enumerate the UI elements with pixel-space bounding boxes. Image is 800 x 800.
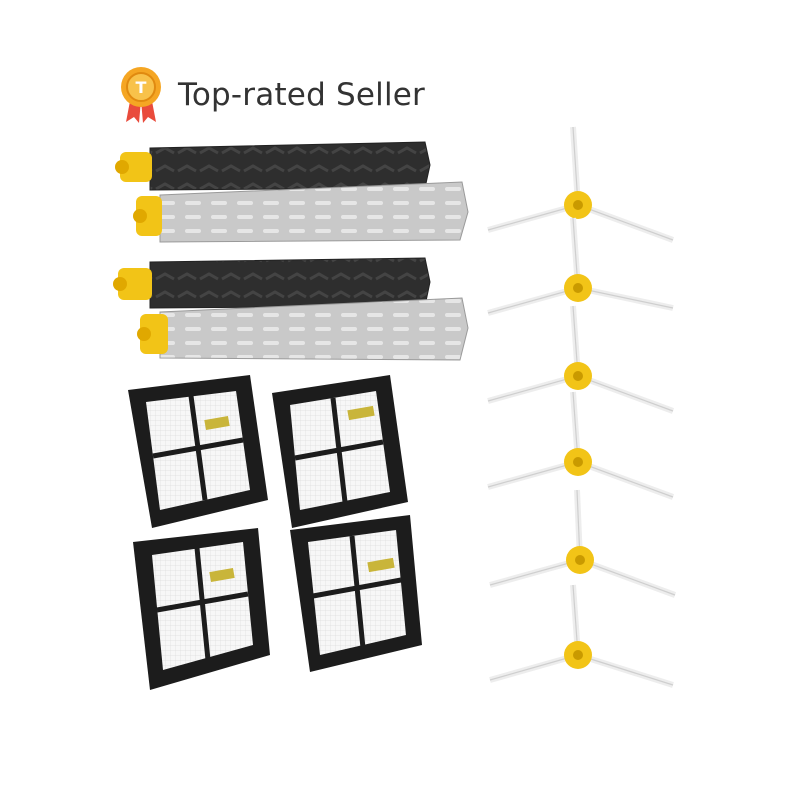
hepa-filter-1 xyxy=(128,375,268,528)
side-brush-5 xyxy=(489,489,677,598)
brush-roll-pair-1 xyxy=(115,141,469,243)
side-brush-4 xyxy=(487,391,675,500)
side-brush-2 xyxy=(487,217,674,316)
side-brush-3 xyxy=(487,305,675,414)
brush-roll-pair-2 xyxy=(113,257,469,361)
side-brush-6 xyxy=(489,584,674,688)
hepa-filter-4 xyxy=(290,515,422,672)
side-brush-1 xyxy=(487,126,675,243)
badge-label: Top-rated Seller xyxy=(178,77,425,113)
top-rated-seller-badge: T Top-rated Seller xyxy=(118,66,425,124)
hepa-filter-2 xyxy=(272,375,408,528)
medal-letter: T xyxy=(136,78,147,97)
medal-icon: T xyxy=(121,67,161,123)
hepa-filter-3 xyxy=(133,528,270,690)
